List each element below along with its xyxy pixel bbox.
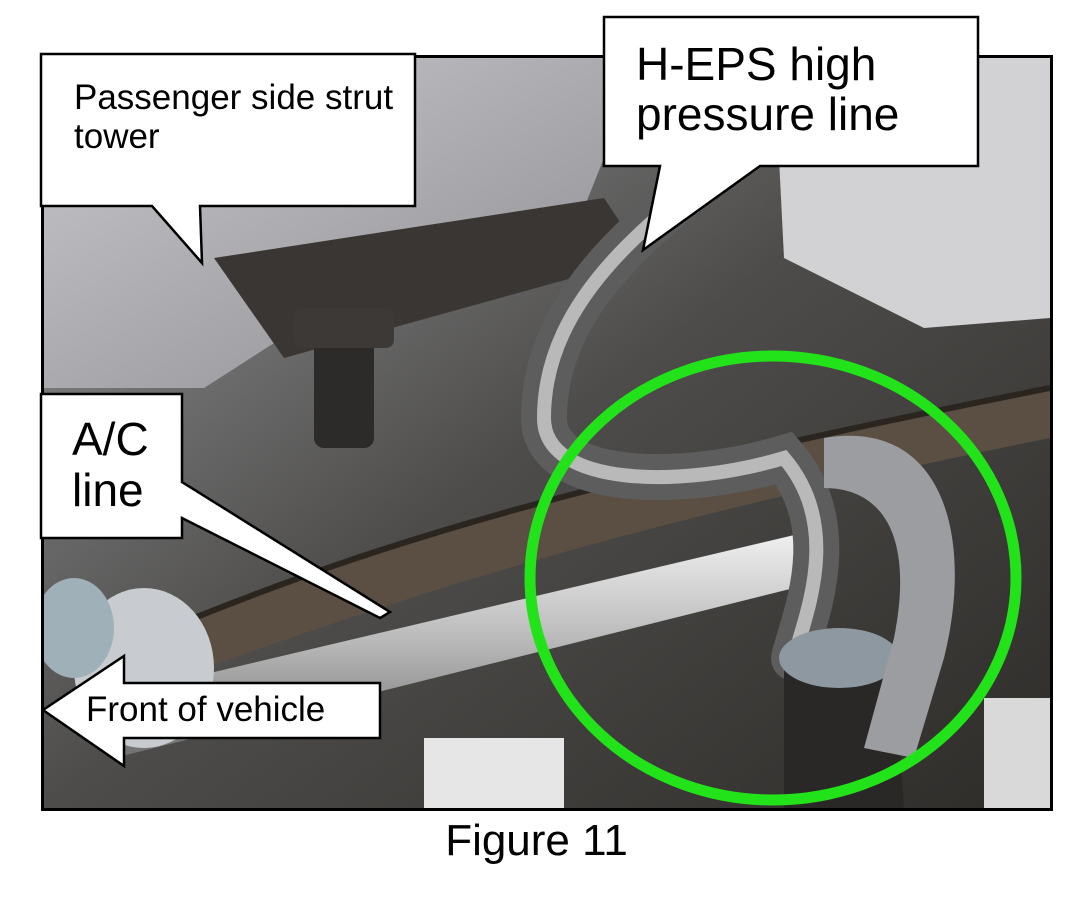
lower-clip bbox=[424, 738, 564, 808]
callout-heps-line-text: H-EPS high pressure line bbox=[636, 38, 900, 140]
callout-strut-tower-text: Passenger side strut tower bbox=[74, 78, 394, 157]
figure-caption: Figure 11 bbox=[445, 816, 628, 865]
callout-ac-line-text: A/C line bbox=[72, 413, 149, 516]
front-of-vehicle-text: Front of vehicle bbox=[86, 690, 326, 729]
